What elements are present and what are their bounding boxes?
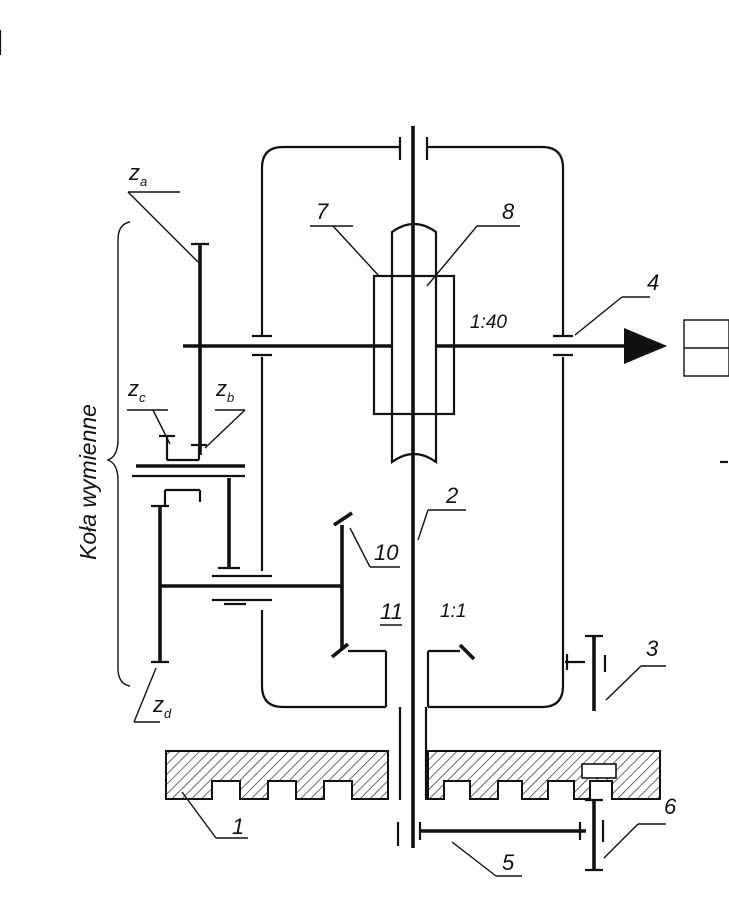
right-wall-bearing: [553, 334, 573, 357]
shaft-5: [396, 822, 586, 846]
left-wall-bearing: [252, 334, 272, 357]
label-zc: zc: [127, 376, 146, 405]
change-gears-brace: [106, 221, 131, 687]
label-4: 4: [647, 270, 659, 295]
bevel-gear-11: [348, 643, 476, 707]
top-bearing: [398, 137, 429, 160]
housing-frame: [260, 145, 565, 709]
gear-zc: [159, 434, 199, 462]
label-11: 11: [380, 599, 403, 624]
label-5: 5: [502, 850, 515, 875]
label-8: 8: [502, 199, 515, 224]
label-2: 2: [445, 483, 458, 508]
table-rack-1: [165, 750, 389, 800]
label-3: 3: [646, 636, 659, 661]
gear-6: [585, 798, 605, 872]
label-zd: zd: [152, 692, 172, 721]
label-6: 6: [664, 794, 677, 819]
gear-3: [565, 634, 607, 711]
label-zb: zb: [215, 376, 234, 405]
worm-wheel-8: [390, 222, 438, 465]
label-1: 1: [232, 814, 244, 839]
ratio-bevel: 1:1: [440, 601, 466, 622]
label-za: za: [128, 160, 147, 189]
zc-bearing: [132, 474, 245, 506]
leader-lines: [127, 191, 666, 877]
table-rack-right: [427, 750, 661, 800]
side-caption: Koła wymienne: [75, 404, 101, 560]
label-7: 7: [316, 199, 329, 224]
lower-shaft-bearing: [212, 574, 272, 606]
label-10: 10: [374, 540, 399, 565]
gear-zb: [191, 443, 207, 460]
ratio-worm: 1:40: [470, 312, 507, 333]
